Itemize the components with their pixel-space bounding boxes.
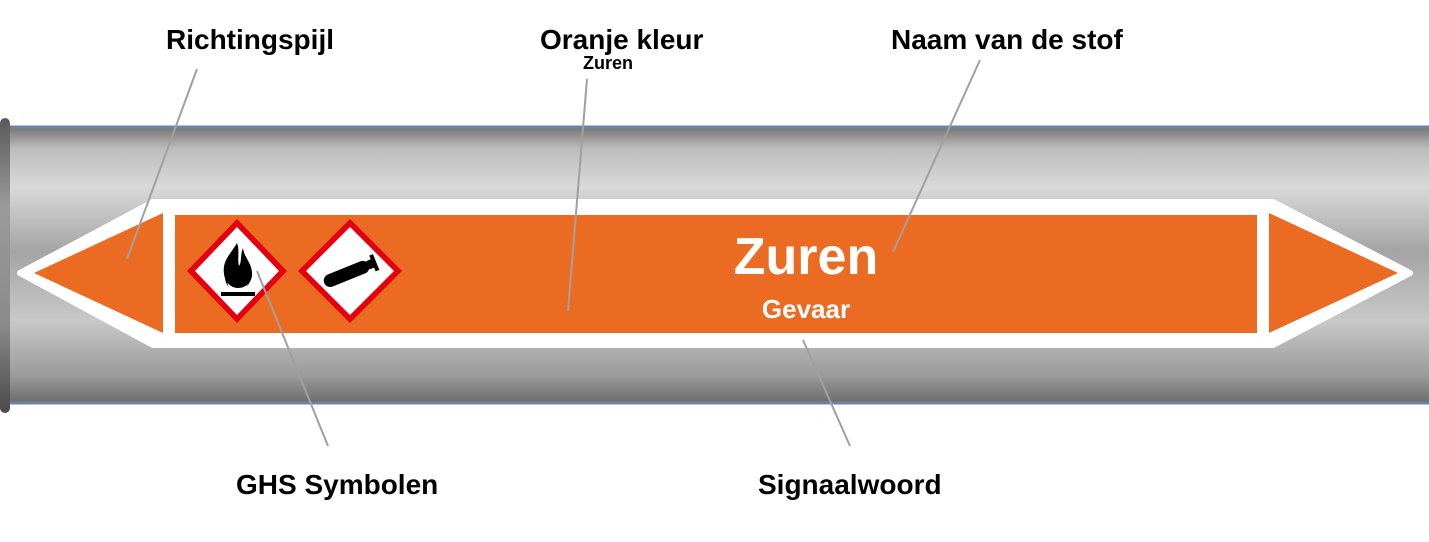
leader-lines <box>126 59 981 447</box>
leader-line-direction-arrow <box>126 68 198 260</box>
direction-arrow-right <box>1269 213 1398 333</box>
substance-name: Zuren <box>734 228 878 286</box>
direction-arrow-left <box>34 213 163 333</box>
ghs-gas-cylinder-pictogram <box>298 219 402 323</box>
callout-signal-word: Signaalwoord <box>758 469 942 500</box>
leader-line-orange-color <box>567 78 588 312</box>
callout-ghs-symbols: GHS Symbolen <box>236 469 439 500</box>
callout-direction-arrow: Richtingspijl <box>166 24 334 55</box>
callout-substance-name: Naam van de stof <box>891 24 1123 55</box>
ghs-flame-pictogram <box>187 219 287 323</box>
leader-line-ghs-symbols <box>256 270 329 447</box>
pipe-end-cap <box>0 118 10 413</box>
gas-cylinder-icon <box>323 254 380 288</box>
leader-line-signal-word <box>802 339 851 447</box>
callout-orange-color-sub: Zuren <box>583 53 634 73</box>
flame-icon <box>221 243 255 296</box>
leader-line-substance-name <box>892 59 981 253</box>
signal-word: Gevaar <box>762 294 850 324</box>
callout-orange-color: Oranje kleur <box>540 24 704 55</box>
